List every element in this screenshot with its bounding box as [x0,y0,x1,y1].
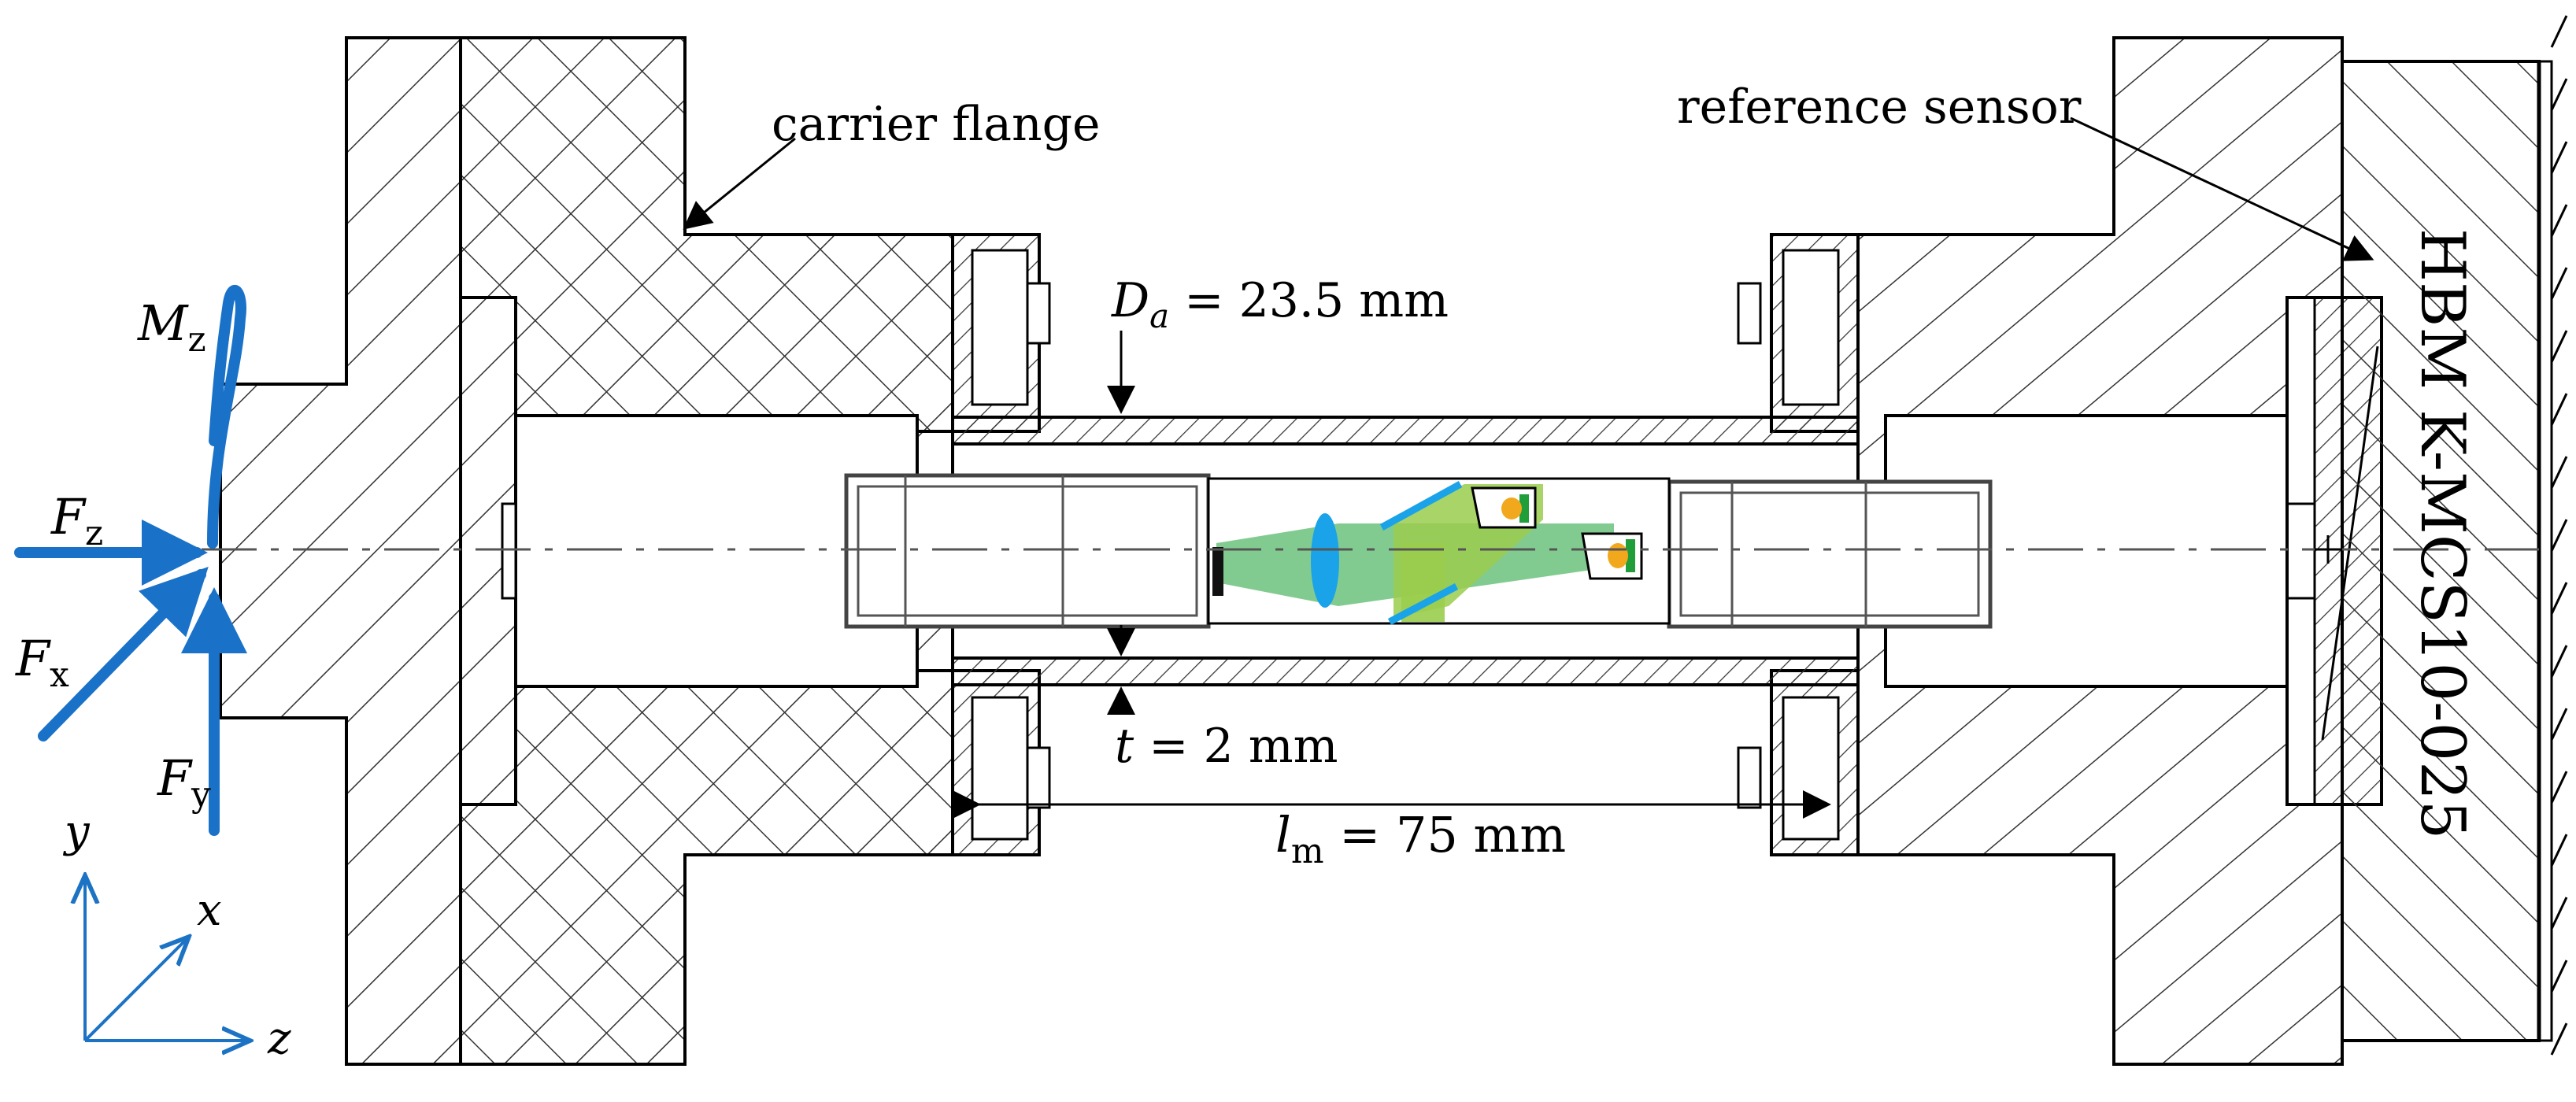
x-axis-label: x [197,885,222,936]
beam-splitter-top [1379,481,1463,531]
load-arrows [14,285,247,836]
dimension-t: t = 2 mm [1107,625,1338,774]
carrier-flange-label: carrier flange [772,97,1101,152]
fz-symbol: F [50,488,87,545]
screw-head-1 [1026,282,1051,345]
wall-hatch [2550,15,2568,1056]
da-value: = 23.5 mm [1169,273,1449,328]
lm-symbol: l [1275,806,1291,863]
da-symbol: D [1111,273,1149,328]
moment-mz-arrow [207,285,246,549]
tube-wall-bottom [951,656,1860,686]
svg-text:t = 2 mm: t = 2 mm [1115,719,1338,774]
carrier-flange-plate-lower [459,669,954,1066]
t-symbol: t [1115,719,1134,774]
right-threaded-insert [1667,479,1993,629]
fz-subscript: z [85,513,103,553]
lens [1311,513,1339,608]
mz-subscript: z [187,320,205,360]
screw-head-2 [1737,282,1762,345]
reference-sensor-callout: reference sensor [1677,80,2374,261]
y-axis-label: y [62,806,91,857]
fx-subscript: x [50,655,69,695]
svg-text:Da = 23.5 mm: Da = 23.5 mm [1111,273,1449,335]
fy-subscript: y [191,775,211,815]
svg-text:Fx: Fx [15,630,69,695]
reference-sensor-label: reference sensor [1677,80,2082,135]
sensor-model-label: HBM K-MCS10-025 [2407,228,2478,839]
lm-value: = 75 mm [1324,806,1567,863]
tube-wall-top [951,416,1860,446]
svg-text:Fz: Fz [50,488,103,553]
coordinate-axes [85,875,250,1041]
fy-symbol: F [157,749,193,807]
svg-text:Fy: Fy [157,749,211,815]
measuring-tube [951,233,1860,856]
right-flange [1856,36,2383,1066]
reference-sensor-block [2341,15,2568,1056]
left-flange [219,36,954,1066]
t-value: = 2 mm [1134,719,1338,774]
svg-text:Mz: Mz [137,294,206,360]
da-subscript: a [1149,297,1169,335]
screw-head-3 [1026,746,1051,809]
dimension-lm: lm = 75 mm [953,790,1831,871]
force-fx-arrow [38,566,209,741]
optics-assembly [844,473,1993,629]
z-axis-label: z [267,1013,291,1064]
left-threaded-insert [844,473,1211,629]
x-axis [83,937,189,1042]
dimension-da: Da = 23.5 mm [1107,273,1449,414]
light-source [1212,547,1223,596]
beam-splitter-bottom [1387,583,1459,625]
lm-subscript: m [1291,831,1324,871]
mz-symbol: M [137,294,189,352]
fx-symbol: F [15,630,51,687]
screw-head-4 [1737,746,1762,809]
carrier-flange-callout: carrier flange [683,97,1101,230]
svg-text:lm = 75 mm: lm = 75 mm [1275,806,1566,871]
